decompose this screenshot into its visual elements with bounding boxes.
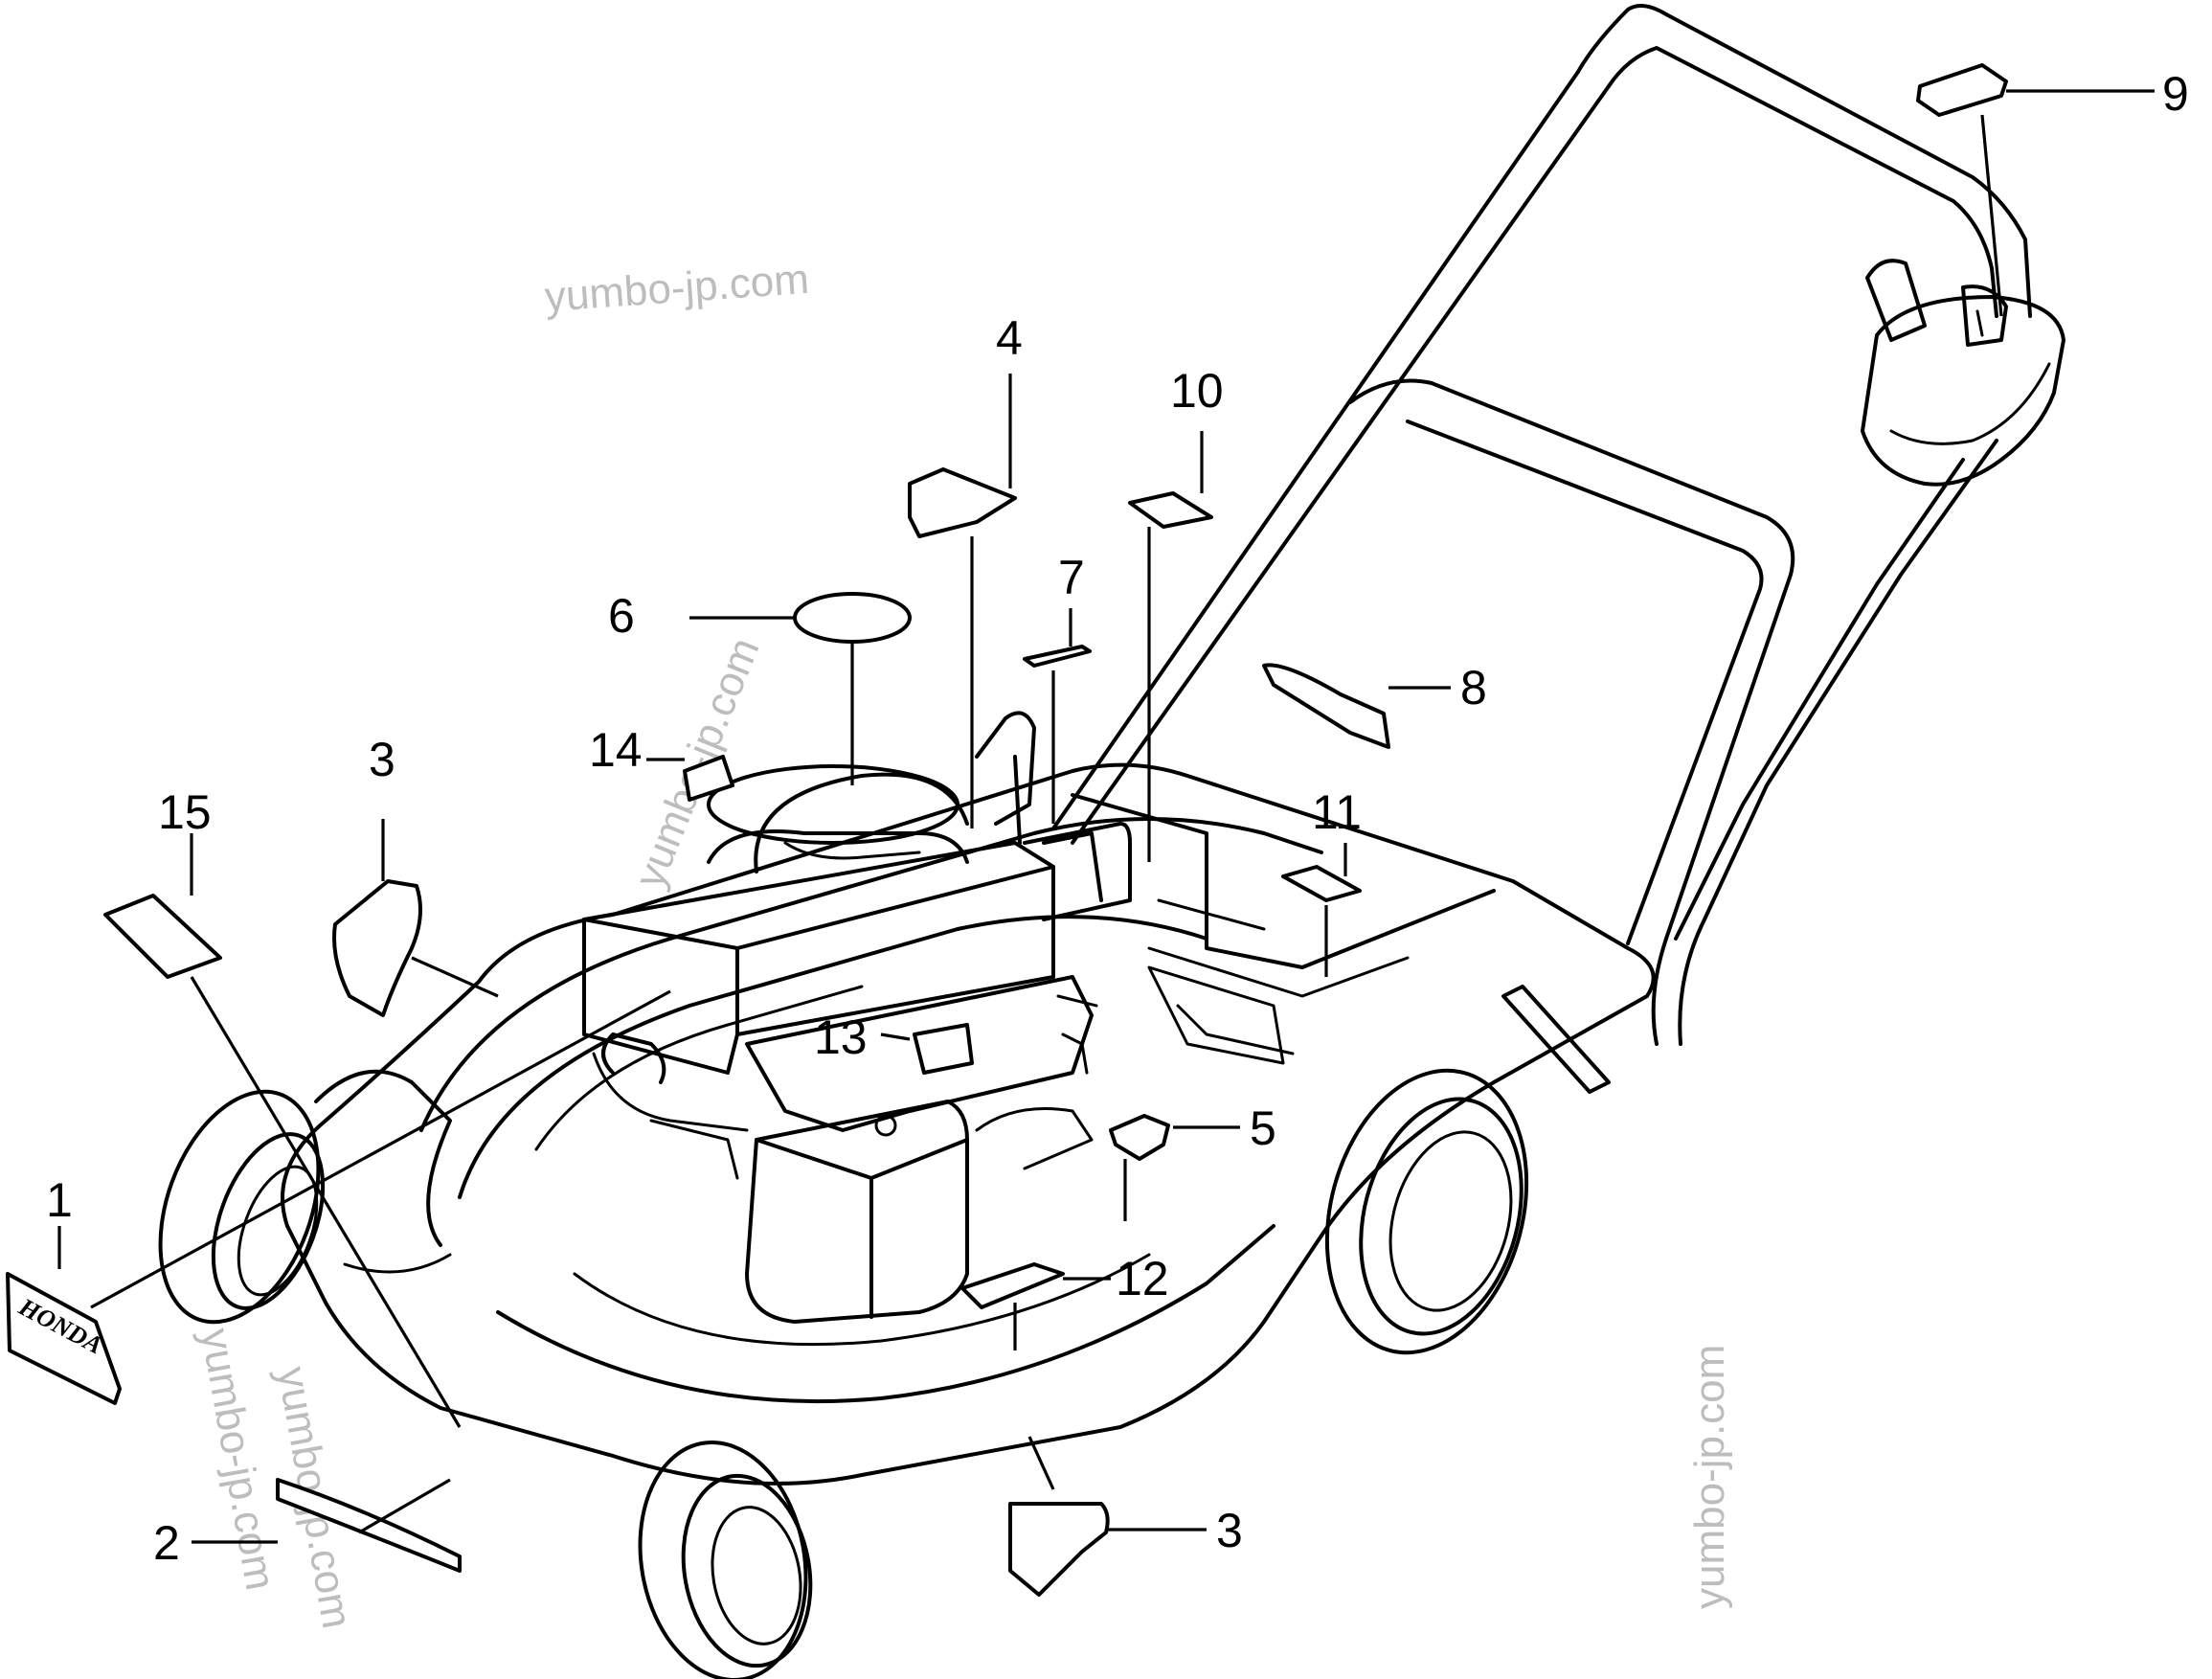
callout-5: 5 <box>1250 1101 1276 1155</box>
decal-12 <box>960 1262 1065 1309</box>
rear-right-wheel <box>1324 985 1611 1355</box>
decal-15 <box>103 894 222 979</box>
callout-1: 1 <box>46 1173 73 1227</box>
throttle-control-box <box>1861 259 2065 487</box>
decal-13 <box>913 1023 974 1075</box>
engine <box>582 711 1132 1324</box>
watermark-center: yumbo-jp.com <box>626 631 769 895</box>
callout-15: 15 <box>158 785 212 839</box>
decal-7 <box>1023 645 1092 668</box>
callout-14: 14 <box>589 723 643 777</box>
watermark-top: yumbo-jp.com <box>543 256 810 321</box>
callout-6: 6 <box>608 589 635 643</box>
callout-12: 12 <box>1116 1252 1169 1305</box>
callout-3-right: 3 <box>1216 1504 1243 1557</box>
mower-deck <box>281 762 1656 1486</box>
callout-4: 4 <box>996 311 1023 365</box>
callout-13: 13 <box>814 1010 868 1064</box>
decal-8 <box>1262 663 1390 749</box>
callout-8: 8 <box>1460 661 1487 715</box>
callout-2: 2 <box>153 1516 180 1570</box>
decal-6 <box>793 592 912 644</box>
front-left-wheel <box>158 1089 326 1325</box>
leader-lines <box>57 89 2155 1544</box>
decal-4 <box>908 467 1017 538</box>
rear-left-wheel <box>638 1441 813 1679</box>
handle-bar <box>1051 4 2032 1046</box>
watermark-left: yumbo-jp.com <box>192 1325 283 1594</box>
decal-5 <box>1109 1114 1170 1161</box>
decal-1-honda-logo: HONDA <box>6 1272 122 1405</box>
watermark-right: yumbo-jp.com <box>1686 1345 1733 1609</box>
callout-3-left: 3 <box>369 733 395 786</box>
decal-11 <box>1281 865 1362 902</box>
callout-7: 7 <box>1058 551 1085 604</box>
callout-10: 10 <box>1170 364 1224 418</box>
decal-10 <box>1128 491 1213 529</box>
callout-11: 11 <box>1312 785 1362 839</box>
decal-14 <box>683 755 734 802</box>
callout-9: 9 <box>2162 67 2189 121</box>
decal-3-right <box>1008 1502 1110 1597</box>
decal-9 <box>1916 63 2008 117</box>
decal-3-left <box>332 879 422 1017</box>
